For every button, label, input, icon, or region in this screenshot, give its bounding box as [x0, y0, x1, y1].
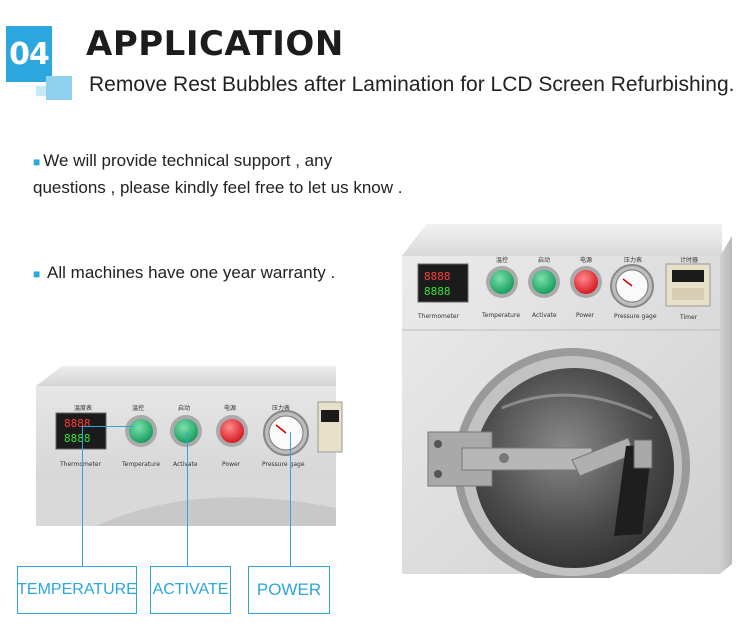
- machine-photo: 温度表 8888 8888 Thermometer 温控 Temperature…: [392, 218, 738, 584]
- cn-label-power-r: 电源: [580, 256, 592, 264]
- label-activate-r: Activate: [532, 312, 557, 319]
- display-readout-bottom-r: 8888: [424, 285, 451, 298]
- bullet-icon: ■: [33, 155, 41, 169]
- connector-temperature: [82, 426, 83, 566]
- bullet-support: ■We will provide technical support , any…: [33, 148, 403, 200]
- control-panel-closeup-photo: 温度表 8888 8888 Thermometer 温控 Temperature…: [36, 330, 354, 526]
- cn-label-activate: 启动: [178, 404, 190, 412]
- cn-label-timer: 计时器: [680, 256, 698, 264]
- connector-activate: [187, 432, 188, 566]
- callout-temperature: TEMPERATURE: [17, 566, 137, 614]
- section-number: 04: [9, 36, 50, 72]
- callout-power-label: POWER: [256, 580, 322, 599]
- label-timer: Timer: [679, 314, 698, 321]
- badge-decoration-small: [36, 86, 46, 96]
- label-thermometer: Thermometer: [59, 461, 102, 468]
- bullet-icon: ■: [33, 267, 41, 281]
- cn-label-temperature-r: 温控: [496, 256, 508, 264]
- cn-label-thermometer: 温度表: [74, 404, 92, 412]
- cn-label-pressure-r: 压力表: [624, 256, 642, 264]
- callout-activate-label: ACTIVATE: [152, 581, 229, 598]
- cn-label-temperature: 温控: [132, 404, 144, 412]
- label-pressure-gage-r: Pressure gage: [614, 313, 657, 320]
- label-temperature-r: Temperature: [481, 312, 520, 319]
- bullet-warranty: ■ All machines have one year warranty .: [33, 260, 403, 287]
- page-title: APPLICATION: [86, 24, 344, 64]
- cn-label-activate-r: 启动: [538, 256, 550, 264]
- display-readout-top: 8888: [64, 417, 91, 430]
- bullet-warranty-text: All machines have one year warranty .: [47, 263, 336, 282]
- label-power: Power: [222, 461, 241, 468]
- badge-decoration: [46, 76, 72, 100]
- callout-power: POWER: [248, 566, 330, 614]
- callout-temperature-label: TEMPERATURE: [17, 581, 137, 598]
- connector-power: [290, 432, 291, 566]
- display-readout-bottom: 8888: [64, 432, 91, 445]
- cn-label-pressure: 压力表: [272, 404, 290, 412]
- cn-label-power: 电源: [224, 404, 236, 412]
- callout-activate: ACTIVATE: [150, 566, 231, 614]
- label-temperature: Temperature: [121, 461, 160, 468]
- label-thermometer-r: Thermometer: [417, 313, 460, 320]
- page-subtitle: Remove Rest Bubbles after Lamination for…: [89, 73, 735, 96]
- section-number-badge: 04: [6, 26, 52, 82]
- connector-temperature-h: [82, 426, 134, 427]
- display-readout-top-r: 8888: [424, 270, 451, 283]
- bullet-support-text: We will provide technical support , any …: [33, 151, 403, 197]
- label-pressure-gage: Pressure gage: [262, 461, 305, 468]
- label-activate: Activate: [173, 461, 198, 468]
- label-power-r: Power: [576, 312, 595, 319]
